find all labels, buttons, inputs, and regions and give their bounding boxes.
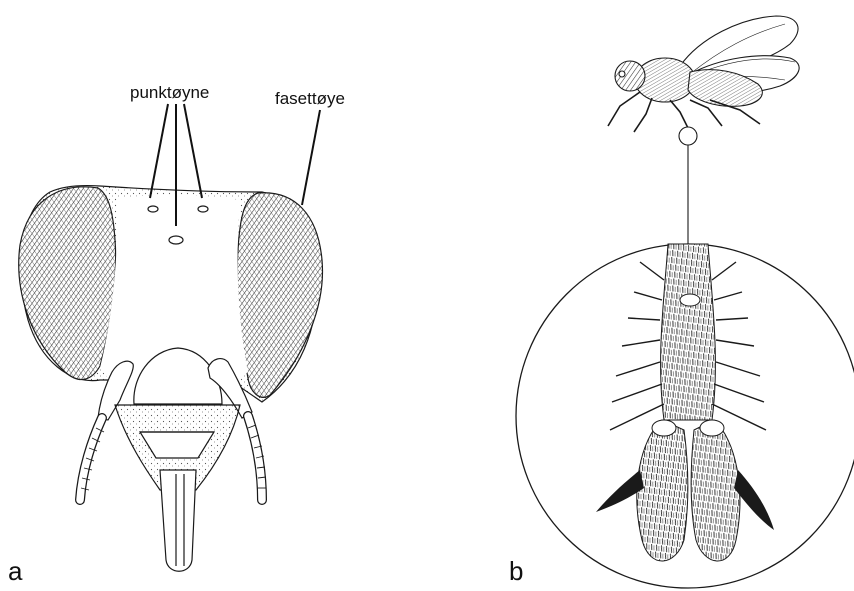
label-ocelli: punktøyne <box>130 83 209 103</box>
foot-highlight-circle <box>679 127 697 145</box>
ocellus-right <box>198 206 208 212</box>
proboscis <box>160 470 196 571</box>
fly-illustration <box>608 16 799 244</box>
panel-letter-b: b <box>509 556 523 587</box>
ocellus-left <box>148 206 158 212</box>
label-compound-eye: fasettøye <box>275 89 345 109</box>
right-antenna <box>248 416 266 500</box>
left-antenna <box>80 418 104 500</box>
magnified-foot-view <box>516 244 854 588</box>
tarsus <box>661 244 716 420</box>
panel-letter-a: a <box>8 556 22 587</box>
ocellus-median <box>169 236 183 244</box>
panel-a-head-drawing <box>19 186 323 572</box>
